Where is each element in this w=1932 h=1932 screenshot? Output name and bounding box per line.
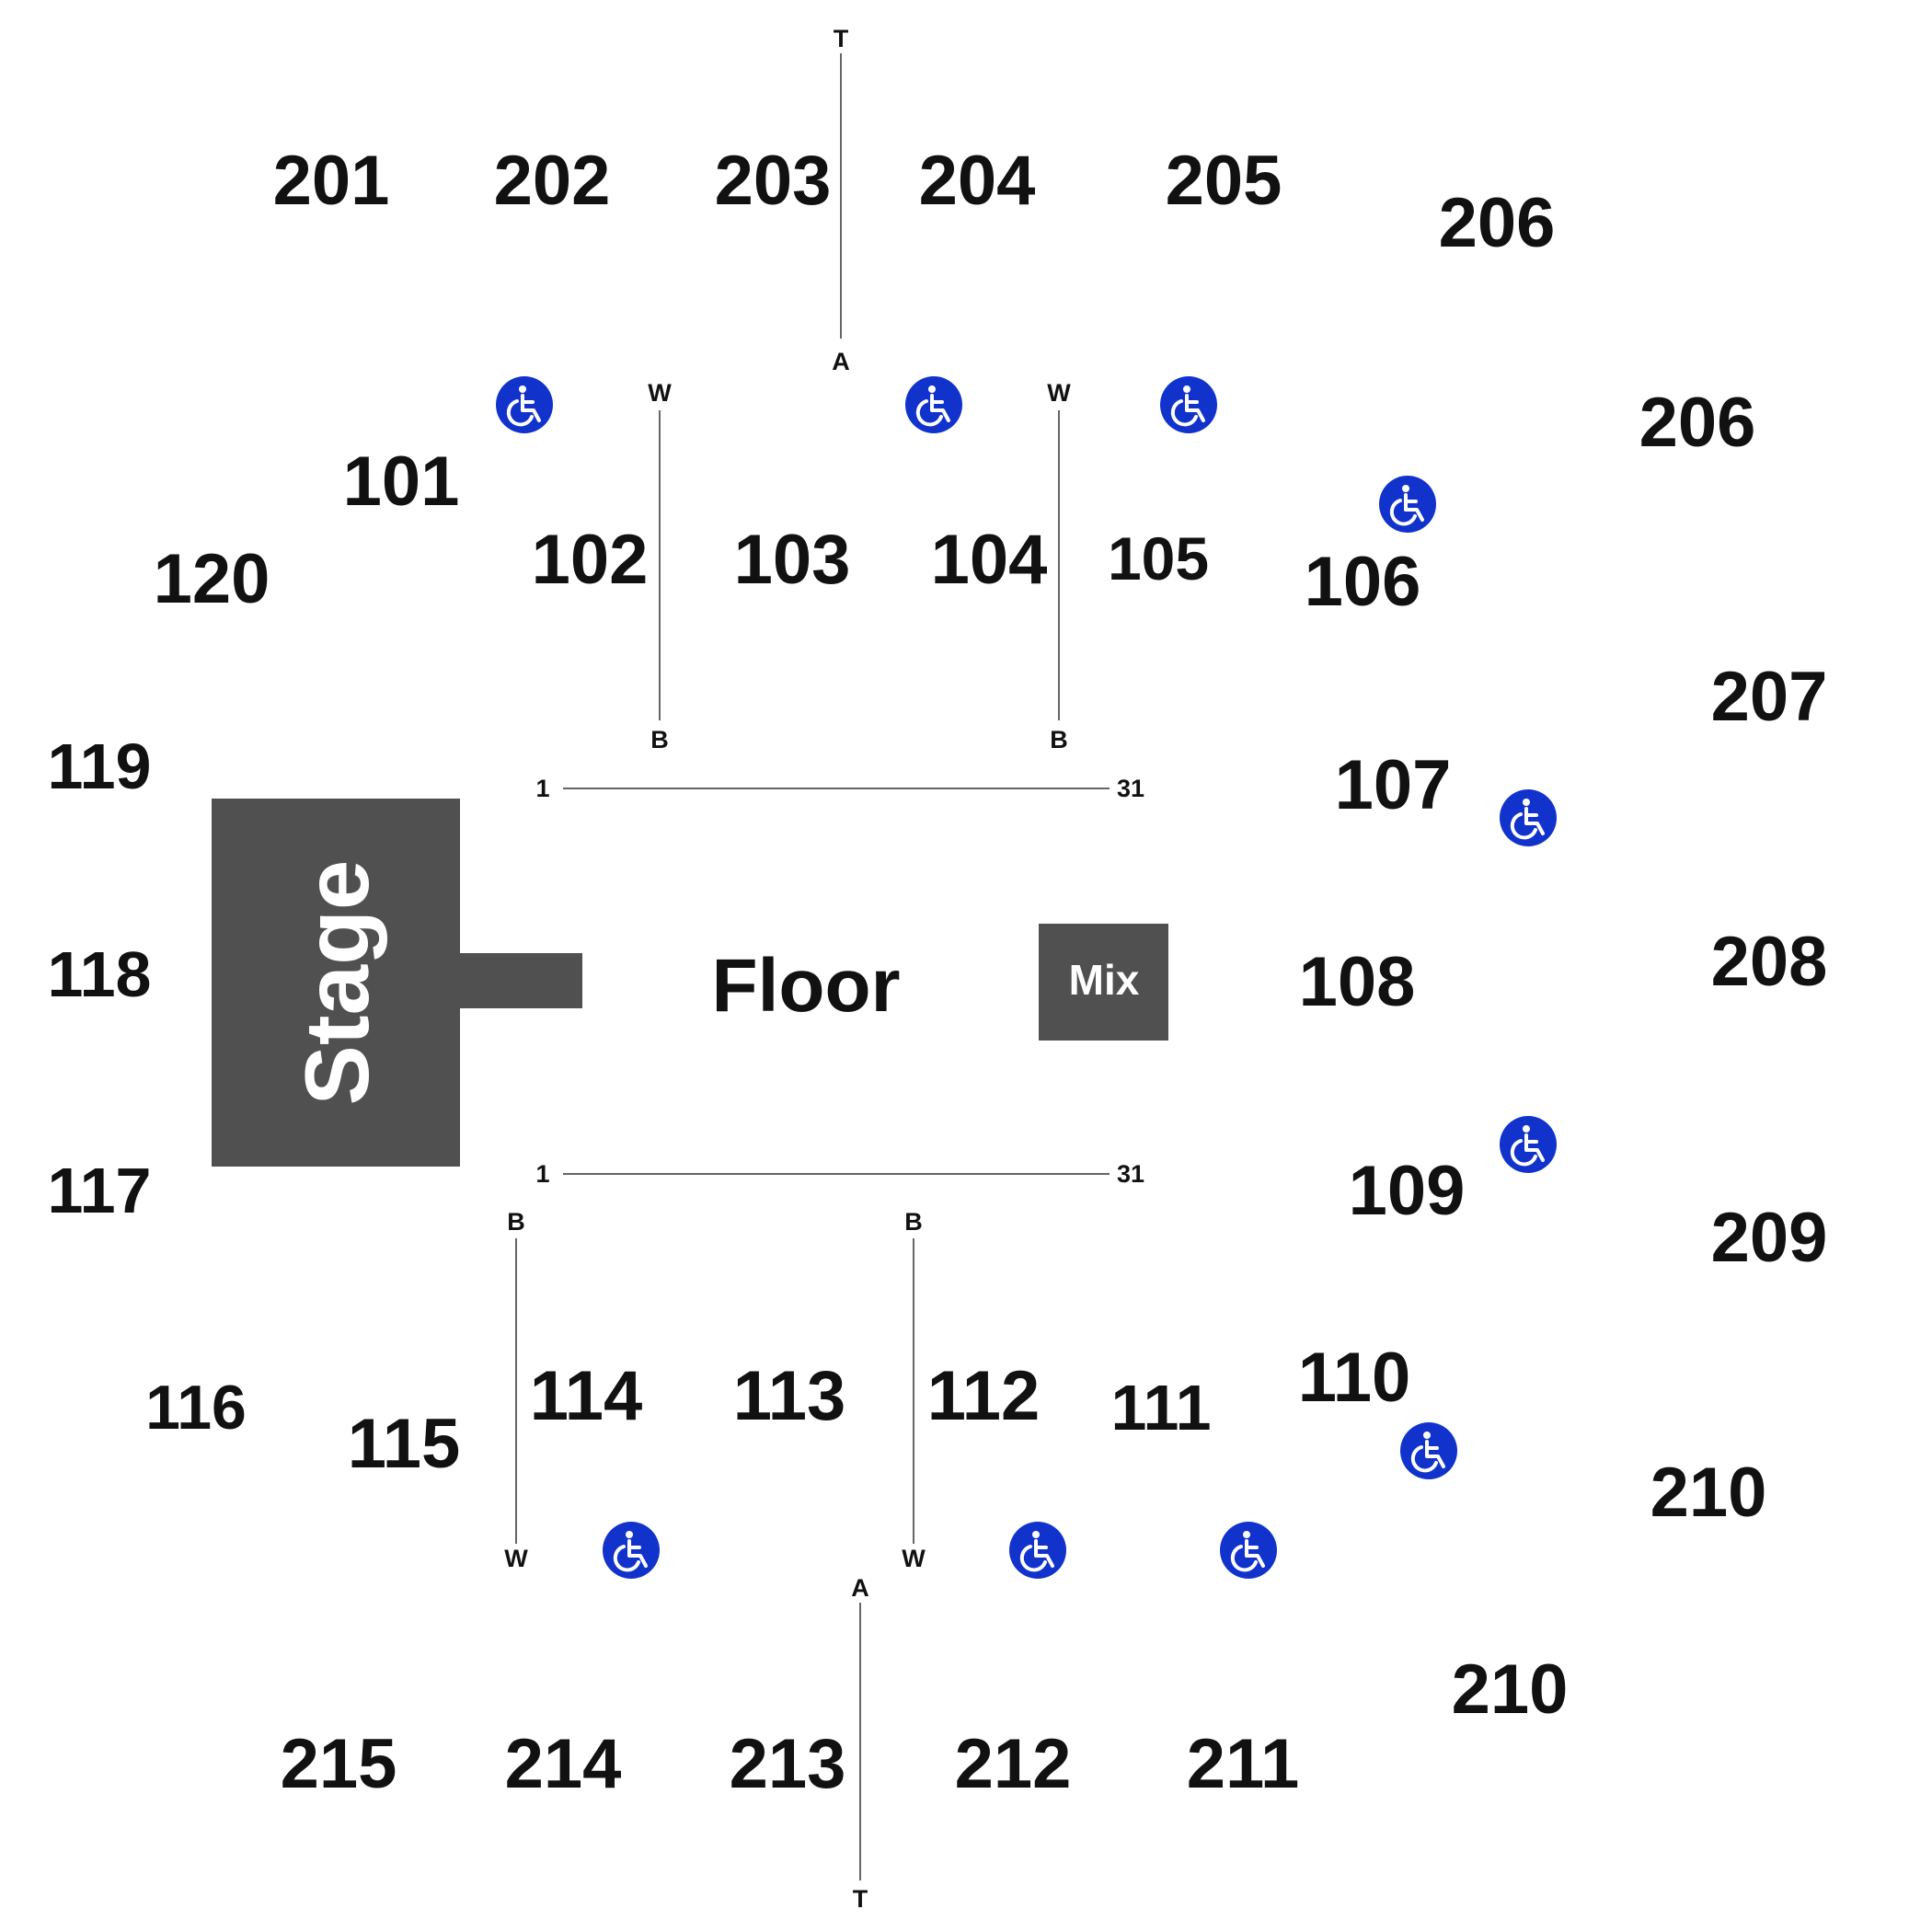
section-207[interactable]: 207 [1711, 658, 1828, 736]
section-114[interactable]: 114 [530, 1357, 643, 1435]
section-203[interactable]: 203 [715, 142, 832, 220]
section-103[interactable]: 103 [734, 521, 851, 599]
wheelchair-icon [1398, 1420, 1459, 1481]
section-106[interactable]: 106 [1305, 543, 1421, 621]
aisle-marker-b-top-left: B [650, 726, 669, 753]
wheelchair-icon [494, 374, 555, 435]
section-120[interactable]: 120 [154, 540, 270, 618]
wheelchair-icon [601, 1520, 661, 1581]
stage[interactable]: Stage [212, 799, 582, 1167]
mix-label: Mix [1069, 956, 1140, 1004]
section-112[interactable]: 112 [927, 1357, 1041, 1435]
floor-row-end-top: 31 [1117, 775, 1144, 802]
section-111[interactable]: 111 [1110, 1372, 1211, 1443]
aisle-marker-t-bottom: T [853, 1885, 868, 1913]
section-110[interactable]: 110 [1298, 1339, 1411, 1417]
section-212[interactable]: 212 [955, 1725, 1072, 1803]
aisle-marker-w-bottom-right: W [902, 1545, 926, 1572]
section-104[interactable]: 104 [931, 521, 1048, 599]
wheelchair-icon [1498, 1114, 1558, 1175]
floor-row-start-top: 1 [535, 775, 549, 802]
wheelchair-icon [1498, 788, 1558, 848]
section-215[interactable]: 215 [281, 1725, 397, 1803]
section-113[interactable]: 113 [733, 1357, 846, 1435]
floor-row-end-bottom: 31 [1117, 1160, 1144, 1188]
section-119[interactable]: 119 [48, 730, 152, 802]
aisle-marker-w-top-left: W [648, 379, 672, 407]
section-107[interactable]: 107 [1335, 746, 1452, 824]
aisle-marker-a-top: A [832, 348, 850, 375]
section-208[interactable]: 208 [1711, 923, 1828, 1001]
mix-position: Mix [1039, 924, 1168, 1041]
stage-label: Stage [286, 860, 387, 1106]
aisle-marker-w-bottom-left: W [504, 1545, 528, 1572]
aisle-marker-w-top-right: W [1047, 379, 1071, 407]
section-201[interactable]: 201 [273, 142, 390, 220]
wheelchair-icon [1218, 1520, 1279, 1581]
wheelchair-icon [1007, 1520, 1068, 1581]
section-210-lower[interactable]: 210 [1452, 1650, 1569, 1729]
aisle-marker-t-top: T [834, 25, 849, 52]
wheelchair-icon [1377, 474, 1438, 535]
floor-row-start-bottom: 1 [535, 1160, 549, 1188]
section-209[interactable]: 209 [1711, 1199, 1828, 1277]
section-204[interactable]: 204 [919, 142, 1036, 220]
section-202[interactable]: 202 [494, 142, 611, 220]
aisle-marker-b-top-right: B [1050, 726, 1068, 753]
aisle-marker-a-bottom: A [851, 1574, 869, 1602]
section-109[interactable]: 109 [1349, 1152, 1466, 1230]
section-118[interactable]: 118 [48, 938, 152, 1010]
aisle-marker-b-bottom-left: B [507, 1208, 525, 1236]
aisle-marker-b-bottom-right: B [904, 1208, 923, 1236]
section-101[interactable]: 101 [343, 443, 460, 521]
section-102[interactable]: 102 [532, 521, 649, 599]
section-213[interactable]: 213 [730, 1725, 846, 1803]
floor-label[interactable]: Floor [712, 944, 901, 1028]
section-115[interactable]: 115 [348, 1405, 461, 1483]
wheelchair-icon [1158, 374, 1219, 435]
section-117[interactable]: 117 [48, 1155, 152, 1226]
section-206-upper[interactable]: 206 [1439, 184, 1556, 262]
wheelchair-icon [903, 374, 964, 435]
section-214[interactable]: 214 [505, 1725, 622, 1803]
section-108[interactable]: 108 [1299, 943, 1416, 1021]
section-210-upper[interactable]: 210 [1650, 1454, 1767, 1532]
section-211[interactable]: 211 [1187, 1725, 1300, 1803]
section-205[interactable]: 205 [1166, 142, 1282, 220]
section-206-lower[interactable]: 206 [1639, 384, 1756, 462]
section-116[interactable]: 116 [145, 1373, 247, 1443]
section-105[interactable]: 105 [1108, 524, 1209, 592]
